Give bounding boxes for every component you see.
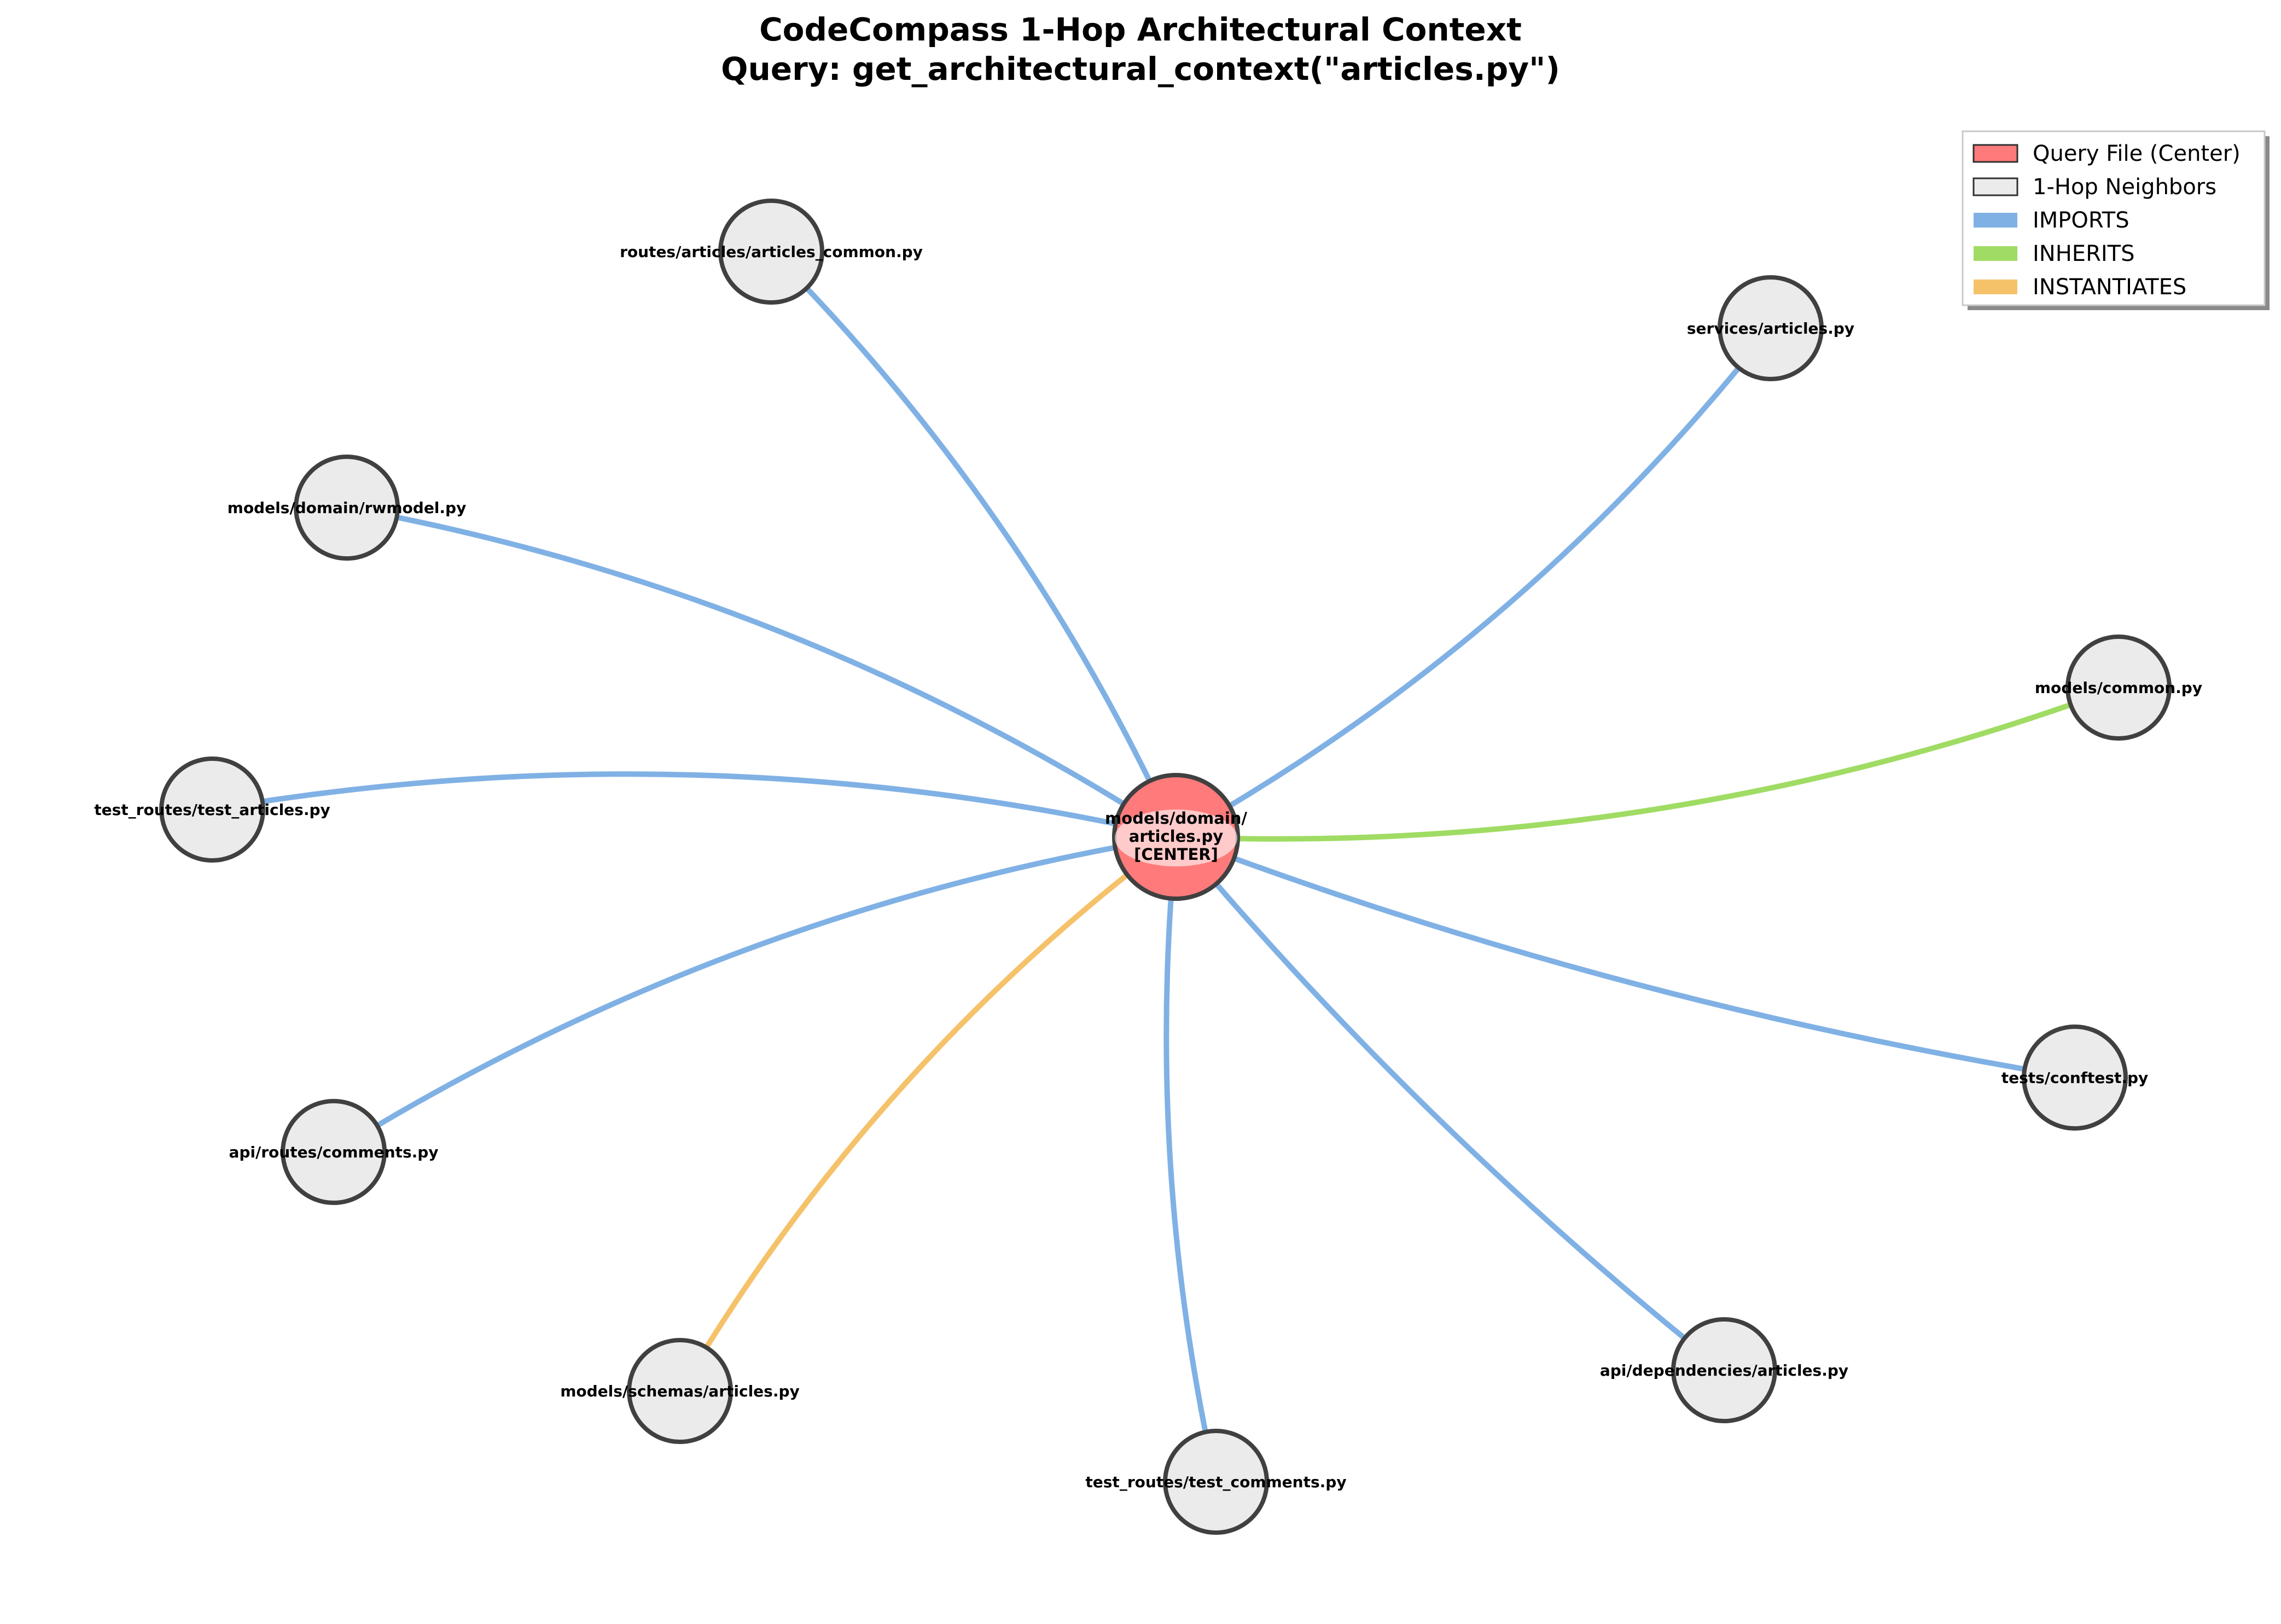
node-layer: routes/articles/articles_common.pyservic…: [94, 199, 2202, 1535]
neighbor-node-label: models/common.py: [2035, 679, 2202, 697]
center-label-backdrop: [1115, 810, 1237, 866]
neighbor-node-label: tests/conftest.py: [2001, 1069, 2149, 1087]
legend-swatch-imports: [1974, 213, 2017, 228]
legend-swatch-neighbor: [1972, 177, 2018, 196]
neighbor-node-circle: [2022, 1025, 2128, 1131]
center-node-label-line: articles.py: [1129, 827, 1224, 846]
neighbor-node-label: test_routes/test_articles.py: [94, 801, 330, 819]
neighbor-node-circle: [1718, 275, 1824, 381]
neighbor-node-circle: [294, 455, 400, 561]
legend: Query File (Center) 1-Hop NeighborsIMPORT…: [1962, 130, 2270, 310]
neighbor-node-label: models/domain/rwmodel.py: [228, 499, 467, 517]
center-node: models/domain/articles.py[CENTER]: [1105, 773, 1247, 901]
edge-imports: [769, 249, 1179, 840]
neighbor-node-circle: [1163, 1429, 1269, 1535]
neighbor-node-circle: [1671, 1317, 1777, 1423]
edge-imports: [1173, 834, 2078, 1080]
neighbor-node-label: test_routes/test_comments.py: [1085, 1473, 1346, 1491]
center-node-label-line: [CENTER]: [1134, 845, 1218, 864]
edge-imports: [1173, 834, 1727, 1373]
neighbor-node-label: models/schemas/articles.py: [560, 1382, 800, 1400]
edge-inherits: [1173, 685, 2121, 842]
legend-swatch-center: [1972, 144, 2018, 163]
neighbor-node: tests/conftest.py: [2001, 1025, 2149, 1131]
legend-swatch-instantiates: [1974, 280, 2017, 294]
neighbor-node-circle: [281, 1099, 387, 1205]
neighbor-node: api/dependencies/articles.py: [1600, 1317, 1848, 1423]
center-node-label-line: models/domain/: [1105, 809, 1247, 828]
title-line-1: CodeCompass 1-Hop Architectural Context: [759, 11, 1522, 48]
legend-label-inherits: INHERITS: [2033, 241, 2134, 266]
legend-label-neighbor: 1-Hop Neighbors: [2033, 174, 2216, 200]
neighbor-node: test_routes/test_comments.py: [1085, 1429, 1347, 1535]
neighbor-node: models/common.py: [2035, 635, 2202, 741]
neighbor-node-label: api/dependencies/articles.py: [1600, 1361, 1848, 1379]
neighbor-node: services/articles.py: [1687, 275, 1854, 381]
neighbor-node-label: api/routes/comments.py: [229, 1143, 438, 1161]
title-line-2: Query: get_architectural_context("articl…: [721, 50, 1560, 88]
neighbor-node-circle: [159, 756, 265, 863]
edge-imports: [1163, 834, 1219, 1485]
edge-imports: [344, 505, 1179, 840]
diagram-title: CodeCompass 1-Hop Architectural Context …: [0, 10, 2281, 89]
edge-instantiates: [677, 834, 1179, 1394]
edge-imports: [210, 771, 1179, 840]
edge-imports: [331, 834, 1179, 1155]
edge-imports: [1173, 325, 1773, 840]
neighbor-node: routes/articles/articles_common.py: [620, 199, 923, 305]
neighbor-node-label: services/articles.py: [1687, 319, 1854, 337]
neighbor-node-circle: [718, 199, 824, 305]
neighbor-node-circle: [2065, 635, 2172, 741]
legend-label-center: Query File (Center): [2033, 141, 2241, 166]
legend-swatch-inherits: [1974, 246, 2017, 261]
edge-layer: [210, 249, 2121, 1485]
neighbor-node-circle: [627, 1338, 733, 1444]
neighbor-node: api/routes/comments.py: [229, 1099, 439, 1205]
neighbor-node: test_routes/test_articles.py: [94, 756, 330, 863]
legend-label-instantiates: INSTANTIATES: [2033, 275, 2186, 300]
legend-label-imports: IMPORTS: [2033, 208, 2129, 233]
neighbor-node-label: routes/articles/articles_common.py: [620, 243, 923, 261]
neighbor-node: models/domain/rwmodel.py: [228, 455, 467, 561]
neighbor-node: models/schemas/articles.py: [560, 1338, 800, 1444]
